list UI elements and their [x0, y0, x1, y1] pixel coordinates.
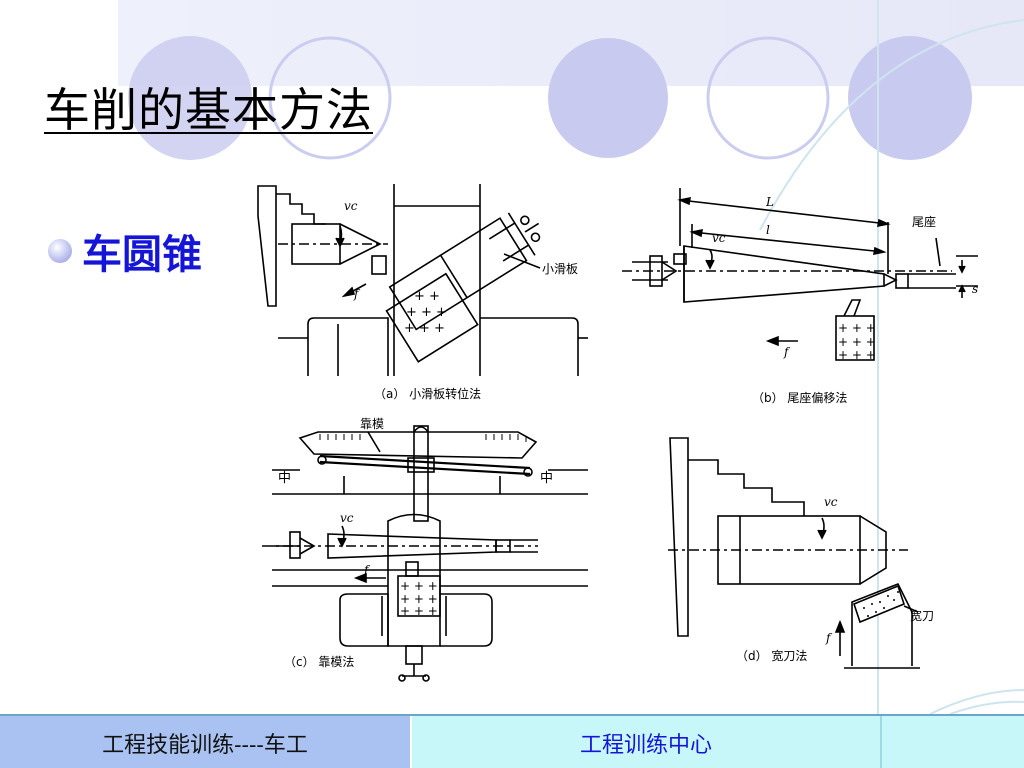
- panel-c-template-method: 中 中: [262, 425, 588, 682]
- label-d-f: f: [825, 631, 833, 645]
- taper-turning-figure: + + + + + + + +: [257, 184, 978, 682]
- label-c-vc: vc: [340, 511, 354, 525]
- svg-text:+ + +: + + +: [838, 335, 876, 349]
- footer-bar: 工程技能训练----车工 工程训练中心: [0, 714, 1024, 768]
- caption-c: （c） 靠模法: [284, 655, 354, 669]
- panel-d-broad-tool-method: [668, 437, 920, 669]
- label-b-L: L: [765, 195, 774, 209]
- svg-text:+ + +: + + +: [406, 305, 447, 320]
- svg-text:+ + +: + + +: [400, 604, 438, 618]
- svg-text:+ +: + +: [414, 289, 440, 304]
- svg-text:中: 中: [540, 471, 553, 486]
- label-b-f: f: [783, 345, 791, 359]
- svg-text:+ + +: + + +: [400, 579, 438, 593]
- caption-d: （d） 宽刀法: [736, 648, 807, 663]
- footer-right-cell: 工程训练中心: [412, 716, 880, 768]
- label-b-s: s: [972, 282, 978, 296]
- footer-left-cell: 工程技能训练----车工: [0, 716, 412, 768]
- bullet-item: 车圆锥: [48, 222, 202, 280]
- svg-text:中: 中: [278, 471, 291, 486]
- footer-organization: 工程训练中心: [579, 733, 712, 758]
- label-a-f: f: [353, 287, 361, 301]
- svg-text:+ + +: + + +: [838, 321, 876, 335]
- label-d-tool: 宽刀: [910, 608, 934, 623]
- label-c-template: 靠模: [360, 417, 384, 431]
- label-c-f: f: [363, 563, 371, 577]
- svg-text:+ + +: + + +: [404, 321, 445, 336]
- panel-b-tailstock-offset-method: + + + + + + + + +: [622, 188, 978, 362]
- footer-divider: [880, 716, 882, 768]
- label-b-l: l: [766, 223, 770, 237]
- caption-a: （a） 小滑板转位法: [374, 386, 481, 401]
- label-d-vc: vc: [824, 495, 838, 509]
- panel-a-compound-rest-method: + + + + + + + +: [257, 184, 588, 376]
- label-a-slide: 小滑板: [542, 262, 578, 276]
- svg-text:+ + +: + + +: [838, 348, 876, 362]
- svg-text:+ + +: + + +: [400, 592, 438, 606]
- slide-title: 车削的基本方法: [44, 83, 373, 137]
- label-b-vc: vc: [712, 231, 726, 245]
- bullet-dot-icon: [48, 239, 72, 263]
- bullet-text: 车圆锥: [82, 232, 202, 278]
- caption-b: （b） 尾座偏移法: [752, 390, 847, 405]
- footer-course-title: 工程技能训练----车工: [102, 733, 308, 758]
- label-b-tailstock: 尾座: [912, 214, 936, 229]
- label-a-vc: vc: [344, 199, 358, 213]
